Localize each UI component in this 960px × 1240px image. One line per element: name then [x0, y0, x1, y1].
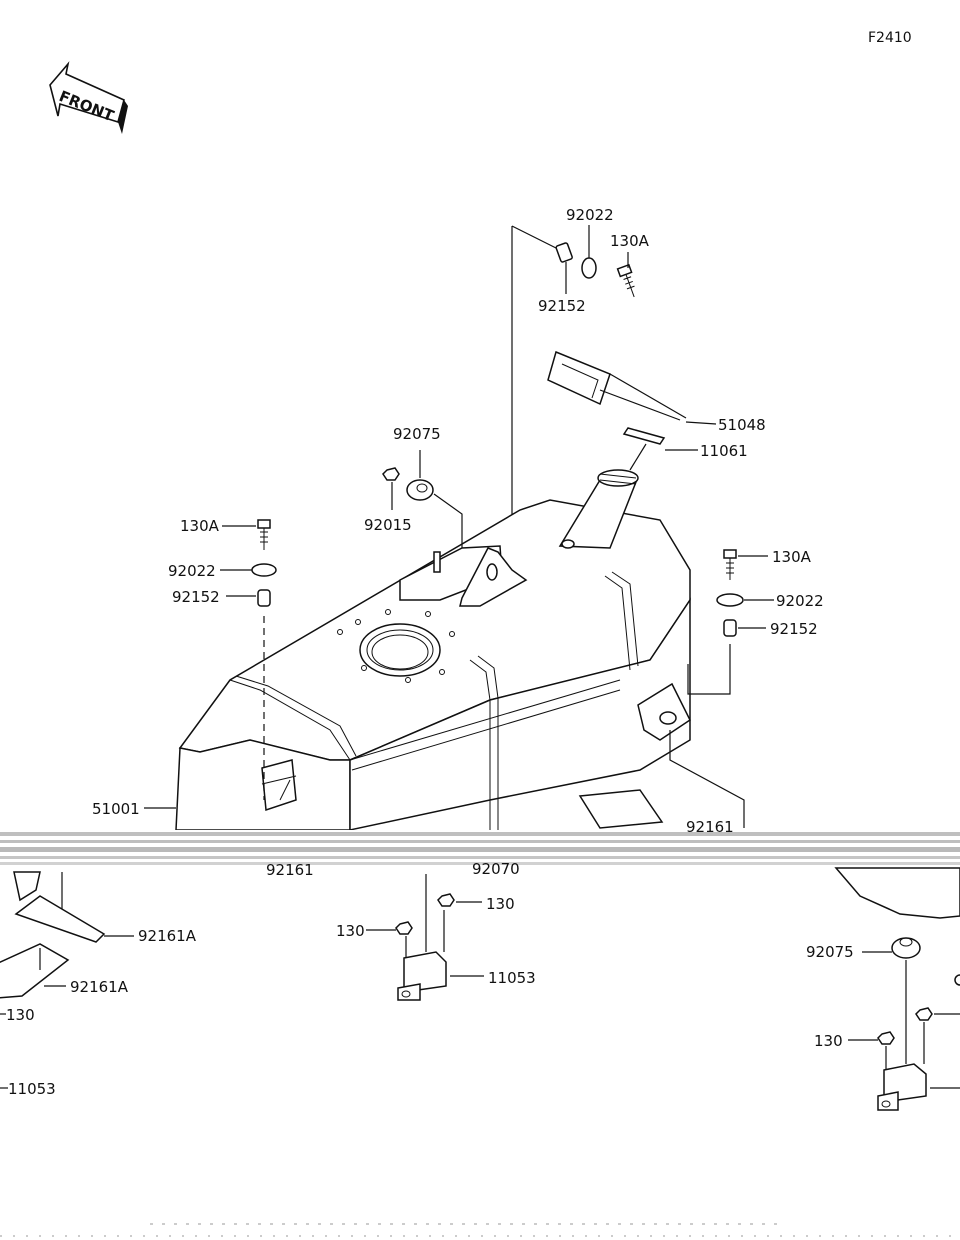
- right-hardware: [669, 549, 774, 828]
- label-92161A-upper: 92161A: [138, 927, 197, 945]
- label-92152-left: 92152: [172, 588, 220, 606]
- top-hardware: [511, 225, 635, 556]
- label-11053-center: 11053: [488, 969, 536, 987]
- label-92070-partial: 92070: [472, 860, 520, 878]
- front-arrow-icon: FRONT: [49, 61, 128, 134]
- label-130A-right: 130A: [772, 548, 812, 566]
- grommet-92075: [382, 450, 463, 548]
- left-hardware: [220, 519, 277, 800]
- label-130-center-left: 130: [336, 922, 365, 940]
- label-130-center-right: 130: [486, 895, 515, 913]
- part-labels: 92022 130A 92152 51048 11061 92075 92015…: [0, 206, 854, 1098]
- lower-left-parts: [0, 871, 134, 999]
- label-11061: 11061: [700, 442, 748, 460]
- label-92161-partial: 92161: [266, 861, 314, 879]
- label-130A-left: 130A: [180, 517, 220, 535]
- label-130-left-edge: 130: [6, 1006, 35, 1024]
- bottom-scan-specks: [0, 1223, 960, 1237]
- label-92152-right: 92152: [770, 620, 818, 638]
- label-92161A-lower: 92161A: [70, 978, 129, 996]
- part-11061: [622, 427, 698, 471]
- label-92022-right: 92022: [776, 592, 824, 610]
- part-51048: [547, 350, 717, 425]
- scan-noise-band: [0, 830, 960, 868]
- label-11053-left-edge: 11053: [8, 1080, 56, 1098]
- fuel-tank-51001: [175, 469, 691, 831]
- bracket-11053: [366, 874, 484, 1001]
- label-51048: 51048: [718, 416, 766, 434]
- label-92022-top: 92022: [566, 206, 614, 224]
- label-92022-left: 92022: [168, 562, 216, 580]
- label-51001: 51001: [92, 800, 140, 818]
- label-92075-right: 92075: [806, 943, 854, 961]
- label-92152-top: 92152: [538, 297, 586, 315]
- label-92161: 92161: [686, 818, 734, 836]
- label-130-right: 130: [814, 1032, 843, 1050]
- label-92015: 92015: [364, 516, 412, 534]
- label-92075-top: 92075: [393, 425, 441, 443]
- lower-right-parts: [834, 867, 960, 1111]
- figure-code: F2410: [868, 30, 912, 46]
- label-130A-top: 130A: [610, 232, 650, 250]
